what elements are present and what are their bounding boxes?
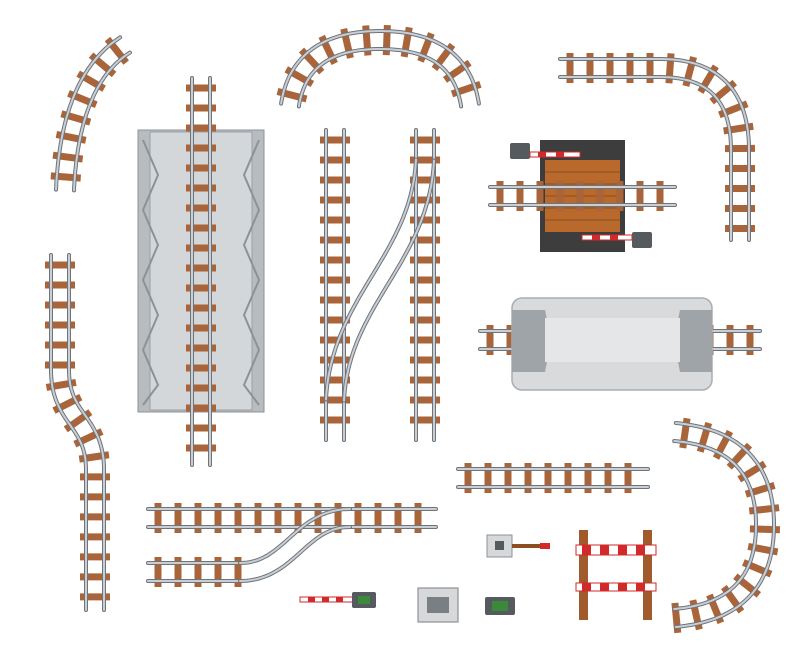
switch-track-piece[interactable] bbox=[324, 128, 440, 442]
semicircle-track-piece[interactable] bbox=[671, 417, 781, 634]
barrier-arm-icon bbox=[299, 592, 376, 608]
rail-right bbox=[73, 51, 131, 192]
rail-right bbox=[239, 508, 351, 564]
rails bbox=[146, 507, 438, 529]
rail-left bbox=[239, 526, 351, 582]
level-crossing-piece[interactable] bbox=[488, 140, 677, 252]
curve-arch-track-piece[interactable] bbox=[276, 25, 482, 109]
rails bbox=[146, 561, 242, 583]
rail-left bbox=[673, 440, 757, 610]
rail-right bbox=[559, 58, 750, 241]
barrier-piece[interactable] bbox=[299, 534, 550, 608]
rail-right-outline bbox=[673, 421, 776, 629]
rail-left bbox=[50, 254, 87, 611]
barrier-post-icon bbox=[486, 534, 550, 558]
signal-box-piece[interactable] bbox=[417, 587, 515, 623]
rail-right bbox=[674, 422, 775, 628]
tunnel-portal-left-icon bbox=[512, 310, 549, 372]
rails bbox=[279, 29, 481, 109]
rails bbox=[558, 57, 751, 242]
short-straight-track-piece[interactable] bbox=[456, 463, 650, 493]
rails bbox=[324, 157, 436, 403]
rail-left bbox=[559, 76, 732, 241]
rail-right bbox=[343, 159, 435, 402]
signal-lamp-icon bbox=[485, 597, 515, 615]
tunnel-track-piece[interactable] bbox=[478, 297, 762, 391]
rail-left-outline bbox=[296, 47, 464, 109]
sleepers bbox=[45, 261, 111, 601]
rails bbox=[49, 253, 106, 612]
crossing-gate-bottom-icon bbox=[581, 232, 652, 248]
rails bbox=[456, 467, 650, 489]
buffer-beam-bottom-icon bbox=[575, 582, 657, 592]
rail-right-outline bbox=[279, 29, 481, 106]
curve-corner-track-piece[interactable] bbox=[558, 53, 756, 242]
sleepers bbox=[671, 417, 781, 634]
rail-left bbox=[325, 158, 417, 401]
sleepers bbox=[276, 25, 482, 103]
rails bbox=[672, 421, 776, 629]
rails bbox=[54, 35, 132, 193]
junction-track-piece[interactable] bbox=[146, 503, 438, 587]
curve-short-track-piece[interactable] bbox=[50, 35, 132, 193]
rails bbox=[488, 185, 677, 207]
tunnel-portal-right-icon bbox=[676, 310, 712, 372]
bridge-track-piece[interactable] bbox=[137, 76, 265, 467]
rail-right bbox=[280, 30, 480, 105]
rail-left bbox=[297, 48, 463, 108]
crossing-gate-top-icon bbox=[510, 143, 581, 159]
rail-right bbox=[68, 254, 105, 611]
rail-left bbox=[55, 36, 122, 191]
buffer-beam-top-icon bbox=[575, 544, 657, 556]
bridge-truss-icon bbox=[141, 139, 261, 406]
s-curve-track-piece[interactable] bbox=[45, 253, 111, 612]
rails bbox=[190, 76, 212, 467]
rails bbox=[414, 128, 436, 442]
buffer-stop-piece[interactable] bbox=[575, 530, 657, 620]
rails bbox=[238, 507, 352, 583]
